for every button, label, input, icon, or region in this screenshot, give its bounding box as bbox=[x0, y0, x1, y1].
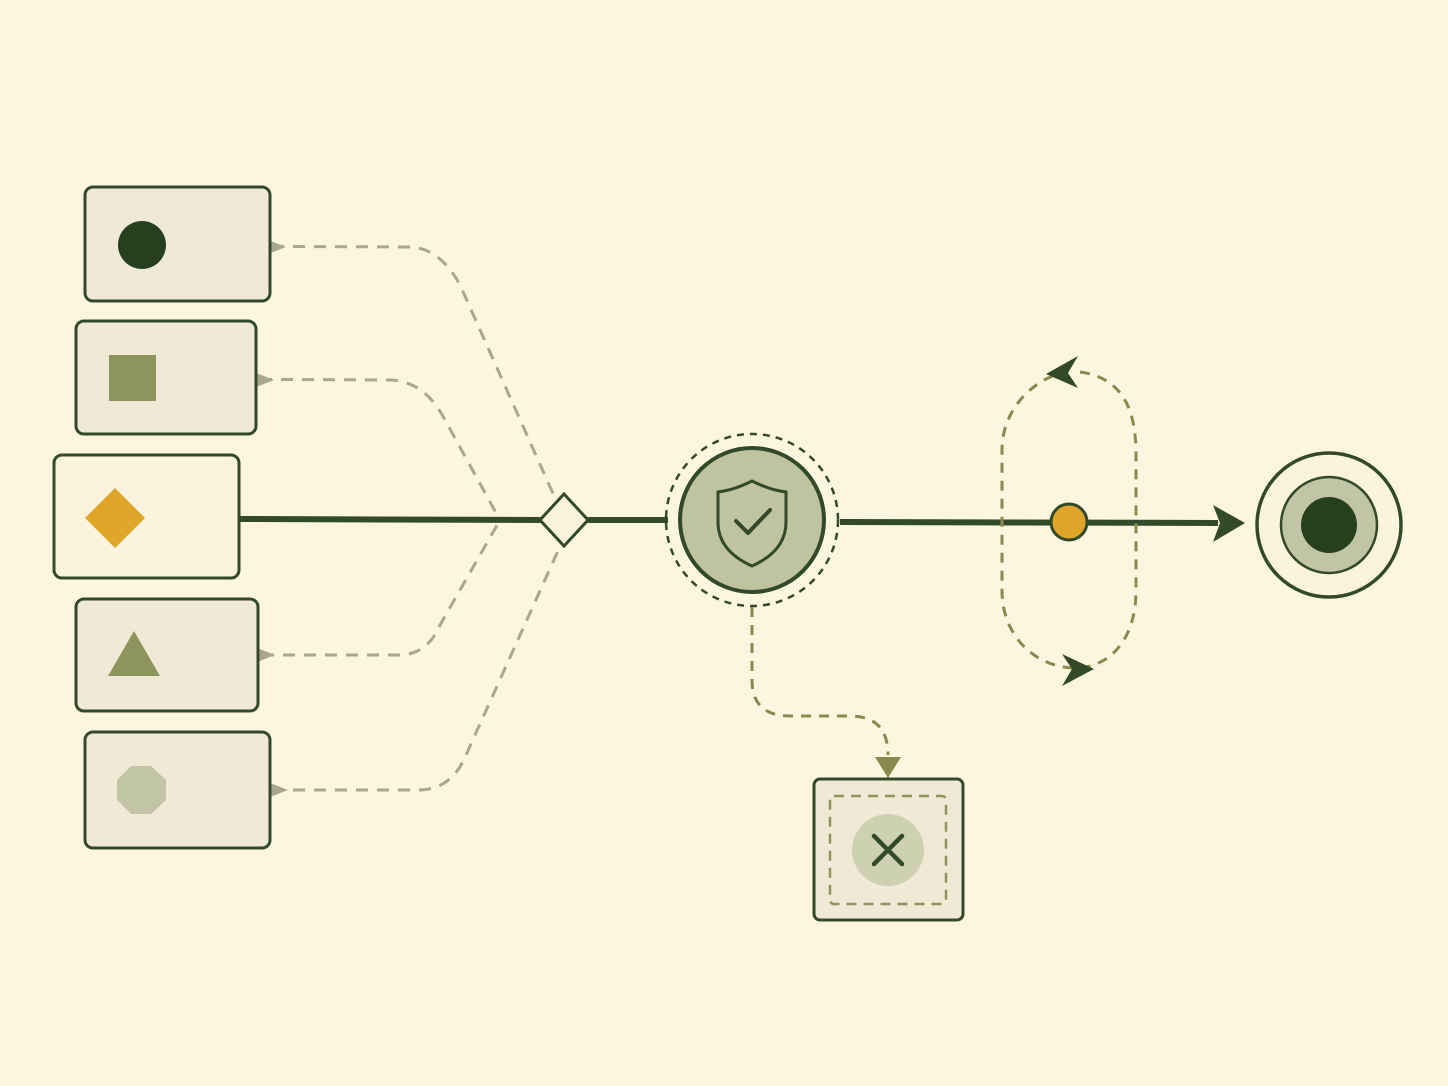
input-card-octagon[interactable] bbox=[83, 730, 272, 850]
triangle-shape-icon bbox=[108, 631, 160, 676]
flow-segment-validator-output bbox=[839, 519, 1219, 526]
input-card-square[interactable] bbox=[74, 319, 258, 436]
loop-arrowhead-bottom bbox=[1062, 654, 1094, 686]
connector-triangle bbox=[178, 519, 502, 657]
merge-diamond-icon bbox=[537, 491, 591, 549]
input-card-triangle[interactable] bbox=[74, 597, 260, 713]
connector-square bbox=[175, 377, 502, 521]
shield-check-icon bbox=[716, 479, 788, 568]
target-end-icon[interactable] bbox=[1255, 451, 1403, 599]
rejection-arrowhead bbox=[875, 757, 901, 778]
arrowhead-circle bbox=[268, 240, 286, 254]
main-flow-line bbox=[239, 516, 1219, 526]
input-cards bbox=[52, 185, 272, 850]
circle-shape-icon bbox=[118, 221, 166, 269]
connector-arrowheads bbox=[256, 240, 288, 797]
arrowhead-octagon bbox=[270, 783, 288, 797]
diamond-shape-icon bbox=[85, 488, 145, 548]
input-card-diamond[interactable] bbox=[52, 453, 241, 580]
token-dot-icon bbox=[1049, 502, 1089, 542]
loop-arrows-icon bbox=[1000, 356, 1138, 686]
connector-octagon bbox=[188, 541, 564, 792]
close-x-icon bbox=[871, 833, 905, 867]
arrowhead-square bbox=[256, 373, 274, 387]
rejected-node[interactable] bbox=[812, 777, 965, 922]
square-shape-icon bbox=[109, 355, 156, 401]
validator-node[interactable] bbox=[664, 432, 840, 608]
octagon-shape-icon bbox=[117, 766, 166, 814]
input-card-circle[interactable] bbox=[83, 185, 272, 303]
loop-arrowhead-top bbox=[1046, 356, 1078, 388]
output-arrowhead bbox=[1213, 505, 1245, 542]
arrowhead-triangle bbox=[257, 648, 275, 662]
flow-segment-input-merge bbox=[239, 516, 543, 523]
rejection-connector bbox=[750, 607, 901, 778]
